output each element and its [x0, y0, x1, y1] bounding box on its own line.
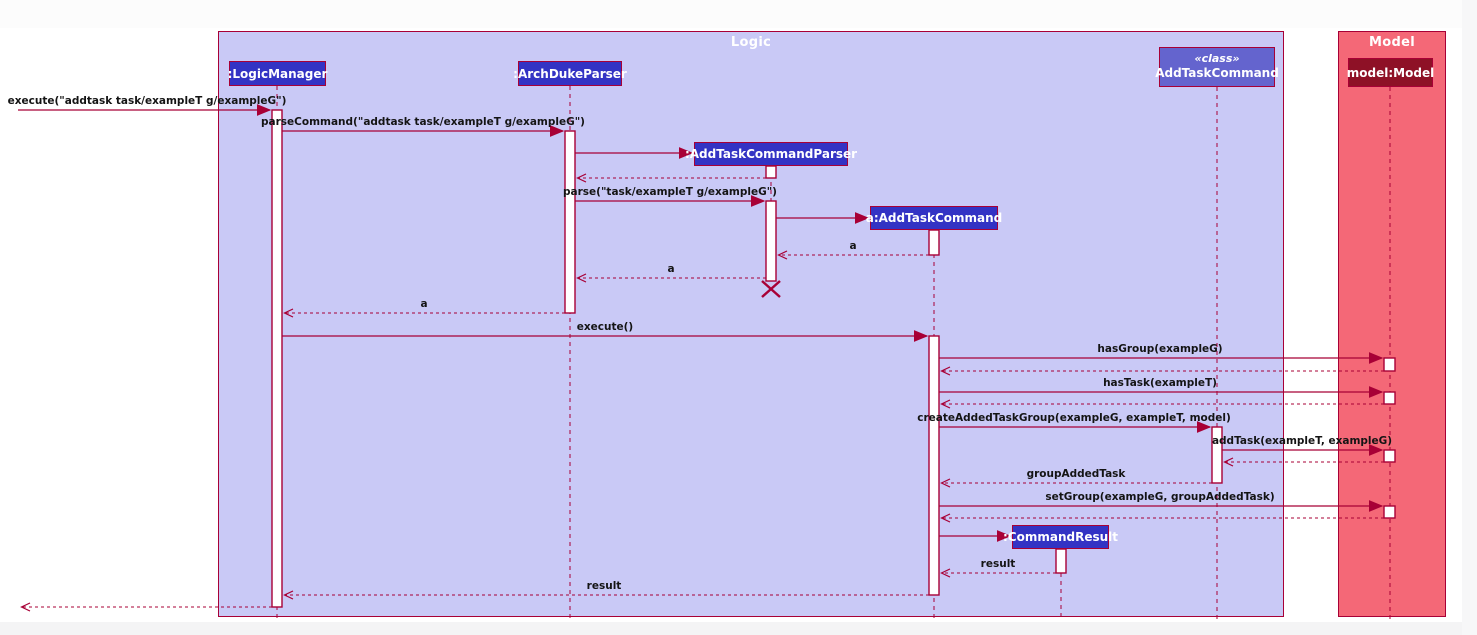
- activation-bars: [271, 109, 1396, 608]
- msg-parse: parse("task/exampleT g/exampleG"): [563, 186, 777, 198]
- msg-result-to-logicmanager: result: [586, 580, 622, 592]
- model-frame-title: Model: [1369, 35, 1415, 50]
- participant-a-addtaskcommand: a:AddTaskCommand: [866, 206, 1002, 230]
- lifelines: [276, 86, 1391, 621]
- participant-addtaskcommand-class: «class» AddTaskCommand: [1155, 47, 1279, 87]
- page-margin-top: [0, 0, 1477, 28]
- msg-hastask: hasTask(exampleT): [1103, 377, 1217, 389]
- participant-a-addtaskcommand-label: a:AddTaskCommand: [865, 211, 1003, 225]
- logic-frame: Logic: [218, 31, 1284, 617]
- call-arrows: [18, 104, 1384, 542]
- msg-return-a-to-parser: a: [849, 240, 857, 252]
- msg-parsecommand: parseCommand("addtask task/exampleT g/ex…: [261, 116, 585, 128]
- msg-groupaddedtask: groupAddedTask: [1026, 468, 1126, 480]
- participant-archdukeparser: :ArchDukeParser: [513, 61, 627, 86]
- logic-frame-title: Logic: [730, 35, 772, 50]
- participant-addtaskcommandparser: :AddTaskCommandParser: [685, 142, 857, 166]
- msg-addtask: addTask(exampleT, exampleG): [1211, 435, 1393, 447]
- participant-logicmanager-label: :LogicManager: [227, 66, 328, 81]
- participant-addtaskcommandparser-label: :AddTaskCommandParser: [684, 147, 858, 161]
- msg-hasgroup: hasGroup(exampleG): [1097, 343, 1223, 355]
- msg-createaddedtaskgroup: createAddedTaskGroup(exampleG, exampleT,…: [917, 412, 1231, 424]
- page-margin-bottom: [0, 622, 1477, 635]
- msg-execute-found: execute("addtask task/exampleT g/example…: [7, 95, 287, 107]
- page-margin-right: [1462, 0, 1477, 635]
- msg-result-to-instance: result: [980, 558, 1016, 570]
- participant-addtaskcommand-class-label: AddTaskCommand: [1155, 66, 1279, 81]
- participant-model: model:Model: [1346, 58, 1435, 87]
- participant-commandresult-label: :CommandResult: [1003, 530, 1119, 544]
- participant-archdukeparser-label: :ArchDukeParser: [513, 66, 627, 81]
- msg-setgroup: setGroup(exampleG, groupAddedTask): [1045, 491, 1275, 503]
- msg-execute: execute(): [576, 321, 634, 333]
- msg-return-a-to-logicmanager: a: [420, 298, 428, 310]
- participant-addtaskcommand-class-stereotype: «class»: [1194, 52, 1240, 66]
- return-arrows: [22, 178, 1384, 607]
- model-frame: Model: [1338, 31, 1446, 617]
- participant-commandresult: :CommandResult: [1003, 525, 1118, 549]
- destroy-icon: [761, 280, 781, 298]
- participant-model-label: model:Model: [1346, 65, 1435, 80]
- participant-logicmanager: :LogicManager: [227, 61, 328, 86]
- msg-return-a-to-archduke: a: [667, 263, 675, 275]
